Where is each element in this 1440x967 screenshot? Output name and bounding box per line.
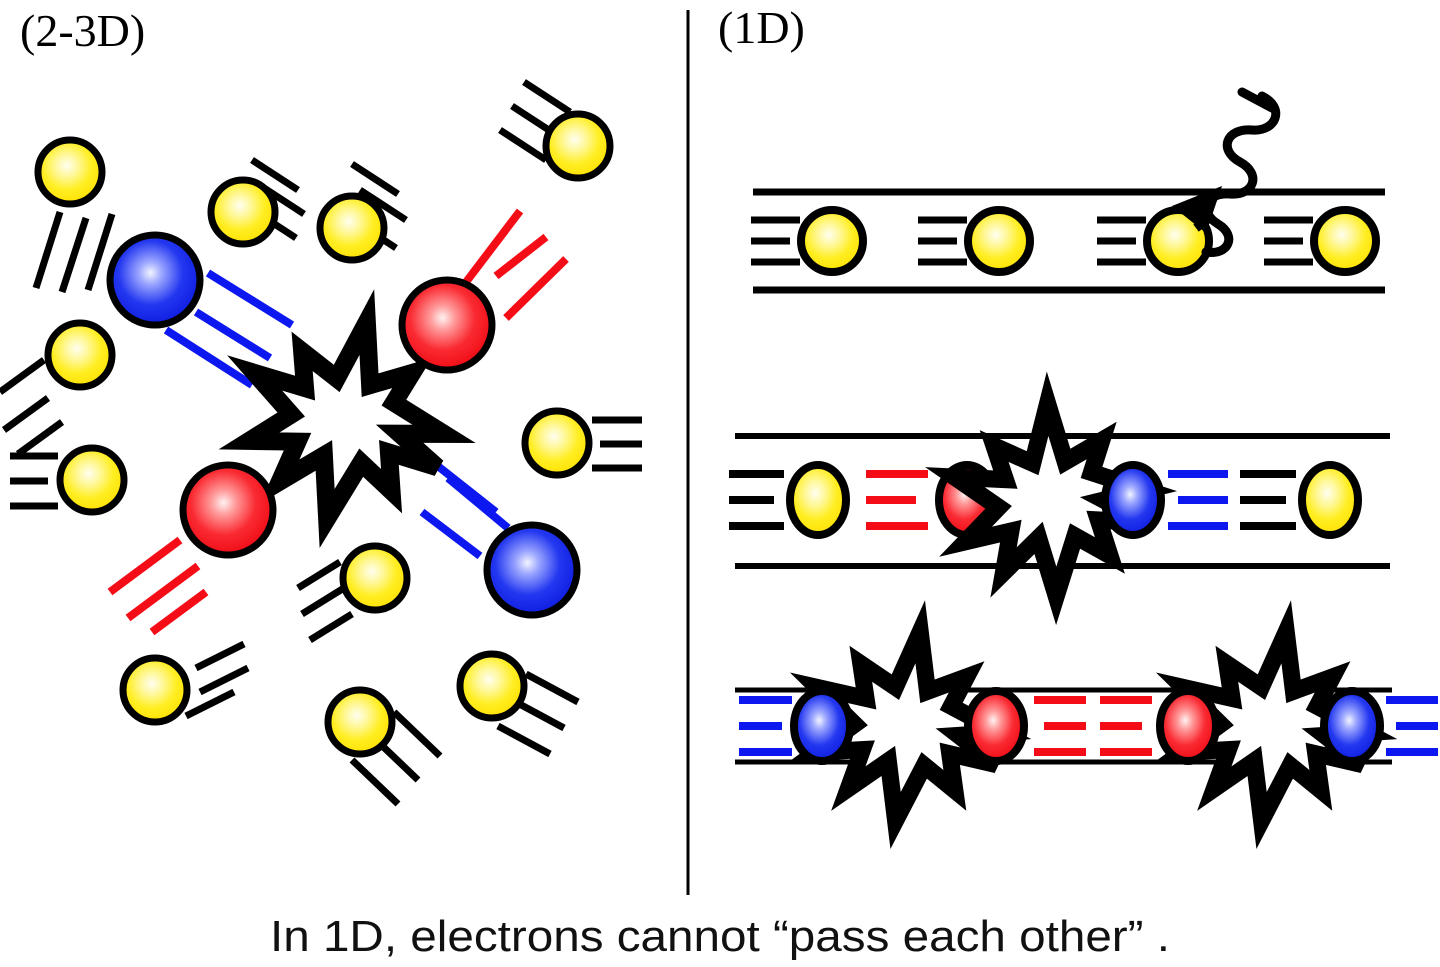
free-electron-yellow-6 — [10, 444, 128, 516]
motion-trail-red — [866, 470, 928, 530]
incoming-photon — [1172, 87, 1277, 253]
electron-sphere-red-outgoing-upper — [398, 276, 496, 374]
motion-trail-black — [592, 416, 642, 472]
free-electron-yellow-2 — [207, 157, 306, 248]
electron-sphere-blue-outgoing — [483, 521, 581, 619]
electron-sphere-blue-incoming — [106, 231, 204, 329]
electron-sphere-blue-right — [1320, 687, 1384, 765]
channel-electron-3 — [1097, 206, 1213, 276]
channel-electron-blue — [1101, 461, 1228, 539]
channel-row-middle — [729, 394, 1390, 605]
electron-sphere-yellow — [207, 176, 279, 248]
electron-sphere-yellow — [324, 686, 396, 758]
electron-sphere-yellow — [1298, 461, 1362, 539]
free-electron-yellow-9 — [119, 640, 250, 726]
electron-sphere-yellow — [56, 444, 128, 516]
motion-trail-black — [1264, 216, 1313, 266]
electron-sphere-yellow — [964, 206, 1034, 276]
one-d-panel — [729, 87, 1438, 828]
channel-row-bottom — [735, 625, 1438, 828]
electron-sphere-yellow — [786, 461, 850, 539]
electron-sphere-red-left — [964, 687, 1028, 765]
motion-trail-black — [32, 210, 116, 294]
electron-sphere-yellow — [1310, 206, 1380, 276]
electron-sphere-red-outgoing-lower — [179, 461, 277, 559]
panel-label-1d: (1D) — [718, 2, 805, 53]
photon-arrow-stem — [1193, 212, 1215, 232]
colliding-trail-group — [107, 208, 569, 636]
channel-electron-1 — [751, 206, 867, 276]
channel-electron-yellow-left — [729, 461, 850, 539]
electron-sphere-yellow — [316, 192, 388, 264]
motion-trail-black — [918, 216, 967, 266]
free-electron-group — [0, 79, 642, 807]
channel-row-top — [751, 87, 1385, 294]
free-electron-yellow-8 — [296, 542, 411, 643]
channel-electron-blue-left — [739, 696, 792, 756]
electron-sphere-yellow — [119, 654, 191, 726]
motion-trail-blue — [1168, 470, 1228, 530]
photon-wave-icon — [1206, 96, 1276, 253]
motion-trail-black — [184, 640, 250, 720]
motion-trail-black — [751, 216, 800, 266]
motion-trail-black — [10, 452, 58, 510]
motion-trail-red-center — [1034, 696, 1152, 756]
free-electron-yellow-1 — [32, 136, 116, 294]
electron-sphere-blue — [1101, 461, 1165, 539]
motion-trail-blue — [739, 696, 792, 756]
electron-sphere-yellow — [456, 650, 528, 722]
free-electron-yellow-3 — [316, 161, 408, 264]
electron-sphere-yellow — [44, 319, 116, 391]
electron-sphere-blue-left — [790, 687, 854, 765]
motion-trail-black — [0, 357, 65, 457]
electron-sphere-yellow — [521, 407, 593, 479]
motion-trail-blue-right — [1386, 696, 1438, 756]
free-electron-yellow-7 — [521, 407, 642, 479]
electron-sphere-yellow — [797, 206, 867, 276]
free-electron-yellow-11 — [456, 650, 580, 758]
motion-trail-black — [296, 559, 354, 643]
two-three-d-panel — [0, 79, 642, 807]
motion-trail-black — [1097, 216, 1146, 266]
figure-caption: In 1D, electrons cannot “pass each other… — [270, 912, 1170, 961]
free-electron-yellow-10 — [324, 686, 443, 807]
motion-trail-red — [107, 536, 209, 636]
photon-tail-tick — [1237, 87, 1277, 113]
electron-sphere-yellow — [34, 136, 106, 208]
electron-sphere-yellow — [542, 110, 614, 182]
electron-sphere-yellow — [339, 542, 411, 614]
electron-sphere-red-right — [1156, 687, 1220, 765]
channel-electron-4 — [1264, 206, 1380, 276]
motion-trail-black — [1240, 470, 1296, 530]
free-electron-yellow-4 — [498, 79, 614, 182]
channel-electron-yellow-right — [1240, 461, 1362, 539]
panel-label-2-3d: (2-3D) — [20, 5, 145, 56]
motion-trail-black — [729, 470, 784, 530]
motion-trail-red — [456, 208, 569, 321]
channel-electron-2 — [918, 206, 1034, 276]
motion-trail-blue — [163, 269, 295, 389]
free-electron-yellow-5 — [0, 319, 116, 457]
